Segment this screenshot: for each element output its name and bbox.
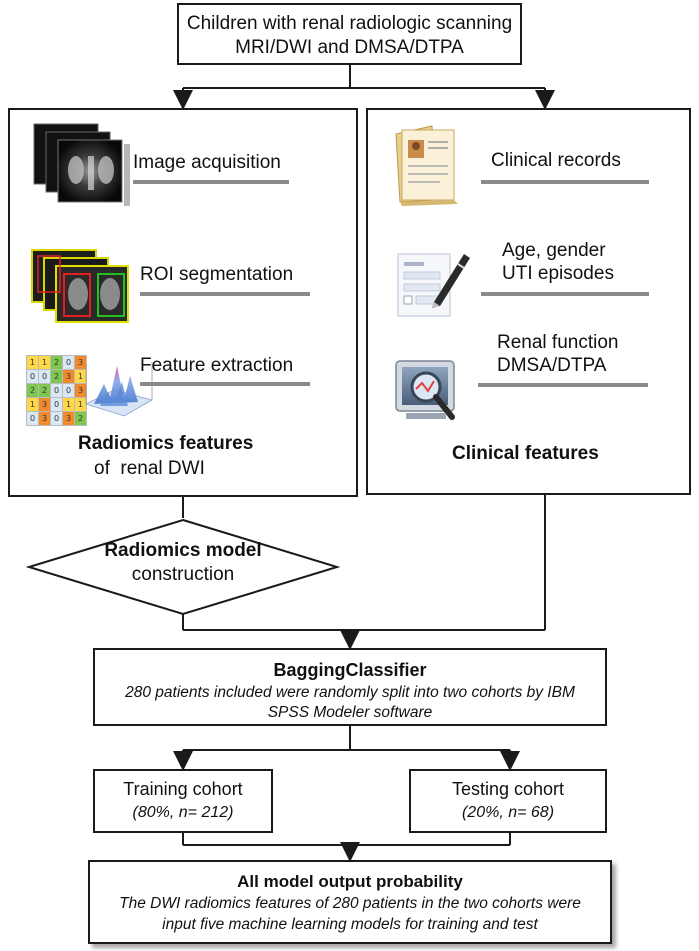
step-image-acquisition: Image acquisition [133, 152, 281, 173]
underline-renal-function [478, 383, 648, 387]
step-uti-episodes: UTI episodes [502, 263, 614, 284]
output-title: All model output probability [237, 872, 463, 891]
step-dmsa-dtpa: DMSA/DTPA [497, 355, 607, 376]
step-clinical-records: Clinical records [491, 150, 621, 171]
training-detail: (80%, n= 212) [132, 804, 234, 821]
diamond-line-2: construction [131, 564, 235, 585]
clinical-record-folder-icon [395, 125, 458, 206]
bagging-classifier-box: BaggingClassifier 280 patients included … [93, 648, 607, 726]
testing-detail: (20%, n= 68) [461, 804, 555, 821]
roi-segmentation-icon [31, 249, 129, 323]
bagging-title: BaggingClassifier [273, 660, 427, 680]
top-line-1: Children with renal radiologic scanning [186, 13, 513, 34]
step-age-gender: Age, gender [502, 240, 606, 261]
radiomics-features-title: Radiomics features [78, 433, 254, 454]
output-line-2: input five machine learning models for t… [162, 916, 538, 933]
monitor-magnifier-icon [395, 360, 455, 420]
diamond-line-1: Radiomics model [104, 540, 262, 561]
texture-surface-icon [84, 362, 154, 417]
testing-title: Testing cohort [451, 779, 565, 799]
clinical-features-title: Clinical features [452, 443, 599, 464]
cohort-source-box: Children with renal radiologic scanning … [177, 3, 522, 65]
top-line-2: MRI/DWI and DMSA/DTPA [235, 37, 464, 58]
feature-matrix-cell: 3 [62, 411, 75, 426]
step-renal-function: Renal function [497, 332, 619, 353]
output-line-1: The DWI radiomics features of 280 patien… [119, 895, 581, 912]
underline-demographics [481, 292, 649, 296]
training-cohort-box: Training cohort (80%, n= 212) [93, 769, 273, 833]
bagging-line-1: 280 patients included were randomly spli… [125, 684, 575, 701]
form-with-pen-icon [397, 253, 470, 317]
radiomics-features-subtitle: of renal DWI [94, 458, 205, 479]
underline-clinical-records [481, 180, 649, 184]
bagging-line-2: SPSS Modeler software [267, 704, 433, 721]
training-title: Training cohort [123, 779, 243, 799]
mri-stack-icon [33, 123, 130, 206]
feature-matrix-cell: 1 [74, 369, 87, 384]
step-roi-segmentation: ROI segmentation [140, 264, 294, 285]
step-feature-extraction: Feature extraction [140, 355, 294, 376]
feature-matrix-cell: 2 [74, 411, 87, 426]
underline-image-acquisition [133, 180, 289, 184]
underline-feature-extraction [140, 382, 310, 386]
underline-roi-segmentation [140, 292, 310, 296]
radiomics-model-diamond [25, 518, 341, 616]
model-output-box: All model output probability The DWI rad… [88, 860, 612, 944]
testing-cohort-box: Testing cohort (20%, n= 68) [409, 769, 607, 833]
